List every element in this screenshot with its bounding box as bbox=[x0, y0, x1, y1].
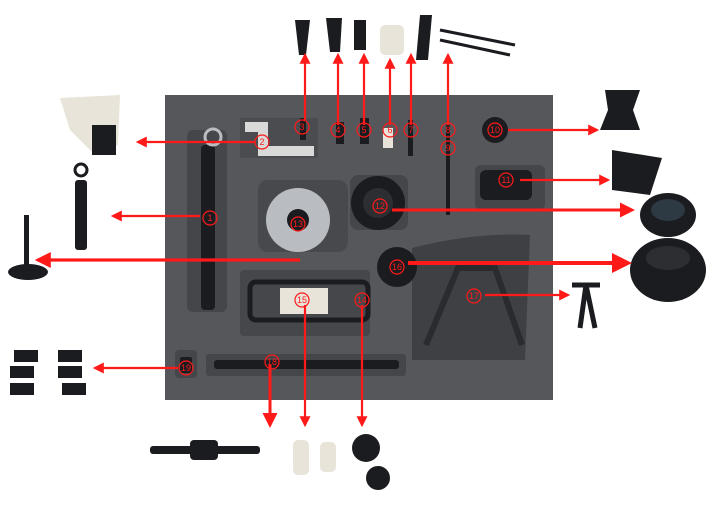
svg-text:17: 17 bbox=[469, 291, 479, 301]
callout-1: 1 bbox=[202, 210, 218, 226]
svg-text:6: 6 bbox=[387, 125, 392, 135]
svg-text:3: 3 bbox=[299, 122, 304, 132]
svg-text:19: 19 bbox=[181, 363, 191, 373]
tray-tools bbox=[180, 117, 532, 373]
callout-17: 17 bbox=[466, 288, 482, 304]
callout-18: 18 bbox=[264, 354, 280, 370]
svg-text:7: 7 bbox=[408, 125, 413, 135]
callout-4: 4 bbox=[330, 122, 346, 138]
svg-text:12: 12 bbox=[375, 201, 385, 211]
svg-text:15: 15 bbox=[297, 295, 307, 305]
svg-text:1: 1 bbox=[207, 213, 212, 223]
svg-text:16: 16 bbox=[392, 262, 402, 272]
callout-19: 19 bbox=[178, 360, 194, 376]
svg-text:4: 4 bbox=[335, 125, 340, 135]
svg-text:10: 10 bbox=[490, 125, 500, 135]
callout-11: 11 bbox=[498, 172, 514, 188]
svg-text:13: 13 bbox=[293, 219, 303, 229]
callout-16: 16 bbox=[389, 259, 405, 275]
callout-7: 7 bbox=[403, 122, 419, 138]
callout-numbers: 1 2 3 4 5 6 7 8 9 10 11 12 13 14 15 16 1… bbox=[178, 119, 514, 376]
callout-3: 3 bbox=[294, 119, 310, 135]
callout-8: 8 bbox=[440, 122, 456, 138]
callout-10: 10 bbox=[487, 122, 503, 138]
callout-9: 9 bbox=[440, 140, 456, 156]
callout-2: 2 bbox=[254, 134, 270, 150]
svg-text:9: 9 bbox=[445, 143, 450, 153]
callout-arrows bbox=[34, 52, 635, 428]
svg-text:2: 2 bbox=[259, 137, 264, 147]
callout-13: 13 bbox=[290, 216, 306, 232]
svg-text:8: 8 bbox=[445, 125, 450, 135]
callout-12: 12 bbox=[372, 198, 388, 214]
callout-5: 5 bbox=[356, 122, 372, 138]
outside-tools bbox=[8, 15, 706, 490]
svg-text:14: 14 bbox=[357, 295, 367, 305]
svg-text:5: 5 bbox=[361, 125, 366, 135]
svg-text:18: 18 bbox=[267, 357, 277, 367]
callout-14: 14 bbox=[354, 292, 370, 308]
svg-text:11: 11 bbox=[501, 175, 510, 185]
callout-15: 15 bbox=[294, 292, 310, 308]
callout-6: 6 bbox=[382, 122, 398, 138]
